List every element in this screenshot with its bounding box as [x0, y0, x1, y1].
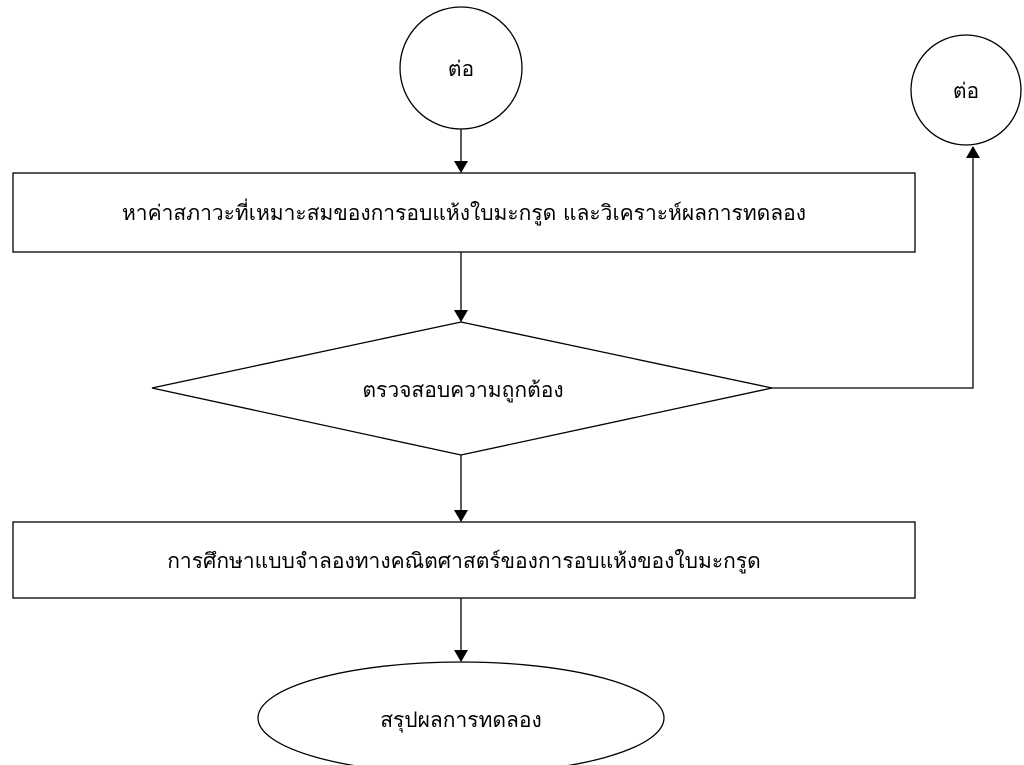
process-find-conditions: หาค่าสภาวะที่เหมาะสมของการอบแห้งใบมะกรูด…	[12, 172, 916, 253]
process-find-conditions-label: หาค่าสภาวะที่เหมาะสมของการอบแห้งใบมะกรูด…	[122, 198, 806, 226]
connector-top-center-label: ต่อ	[448, 57, 474, 81]
arrow-decision-to-connector-right	[772, 146, 980, 389]
decision-verify-label: ตรวจสอบความถูกต้อง	[362, 378, 563, 403]
connector-top-right: ต่อ	[910, 34, 1022, 146]
terminal-conclusion: สรุปผลการทดลอง	[257, 661, 665, 765]
decision-verify: ตรวจสอบความถูกต้อง	[151, 321, 773, 456]
terminal-conclusion-label: สรุปผลการทดลอง	[380, 708, 542, 733]
connector-top-right-label: ต่อ	[953, 79, 979, 103]
connector-top-center: ต่อ	[399, 6, 523, 130]
process-math-model: การศึกษาแบบจำลองทางคณิตศาสตร์ของการอบแห้…	[12, 521, 916, 599]
process-math-model-label: การศึกษาแบบจำลองทางคณิตศาสตร์ของการอบแห้…	[167, 549, 761, 574]
